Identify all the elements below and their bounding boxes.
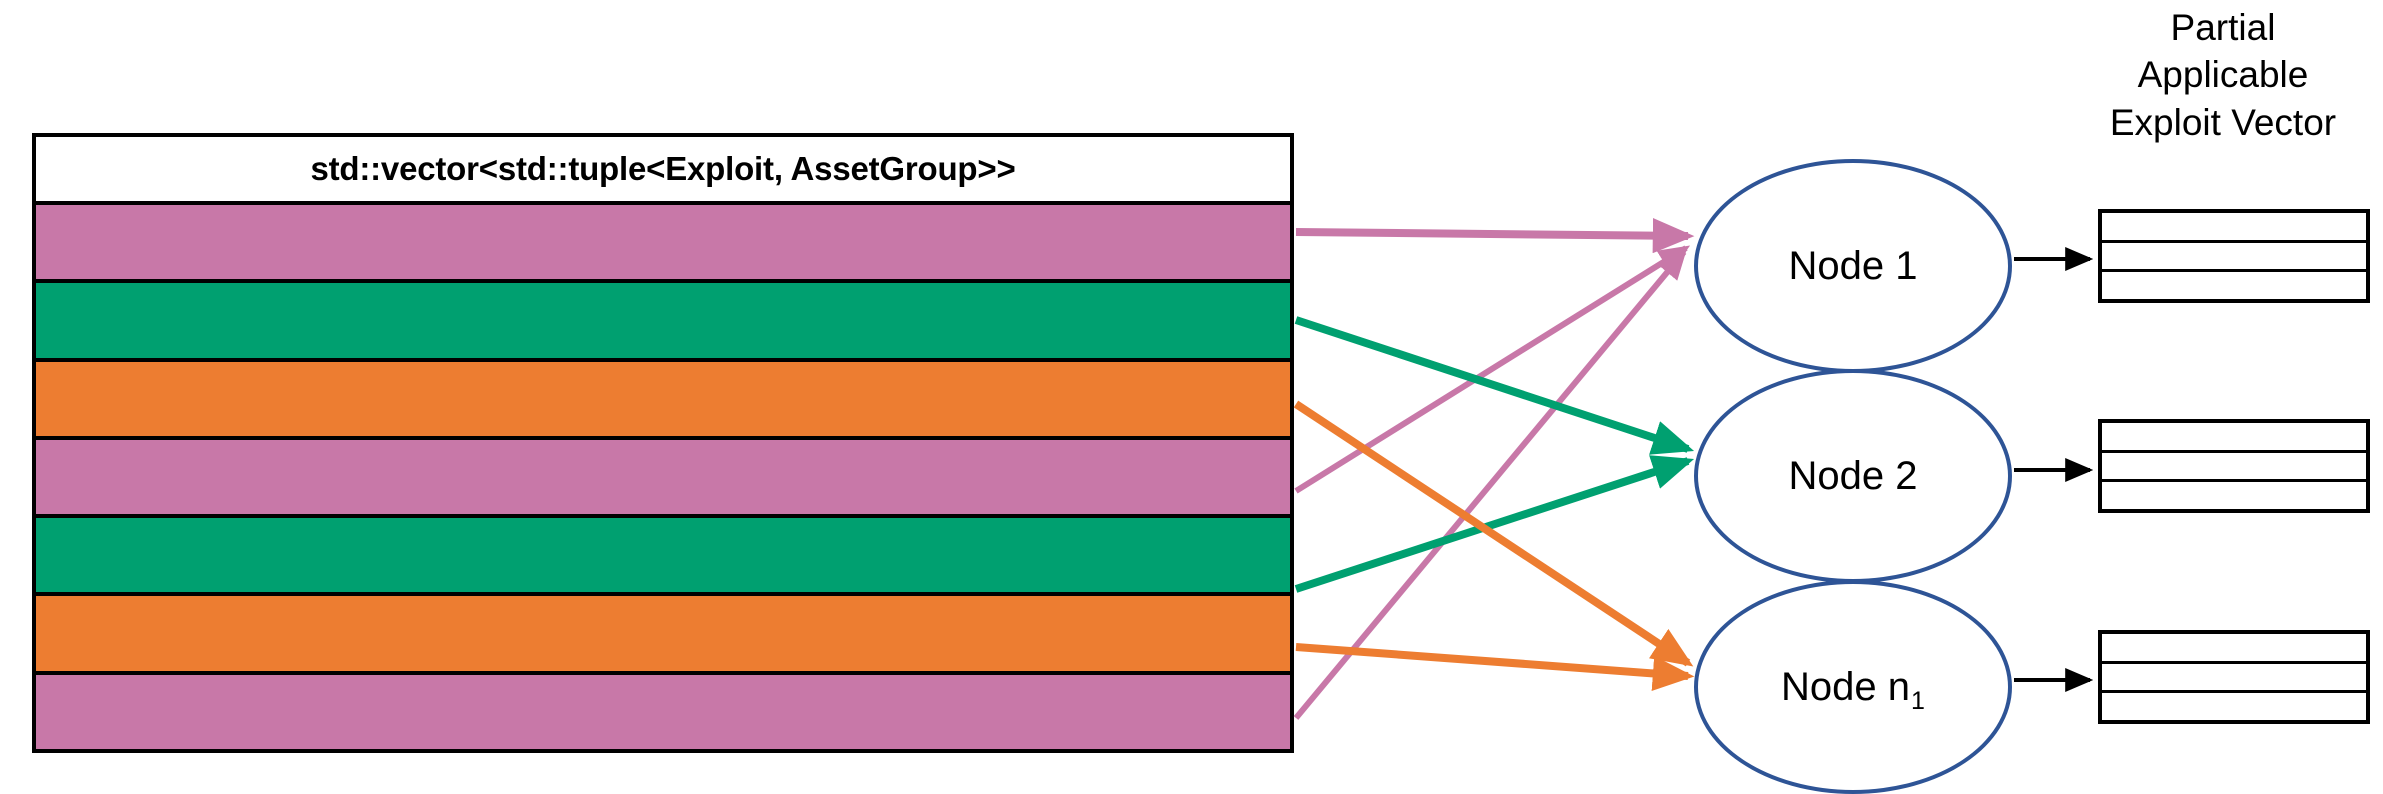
paev-cell — [2102, 453, 2366, 483]
vector-row-2 — [36, 283, 1290, 362]
vector-row-7 — [36, 674, 1290, 749]
paev-label-line-1: Partial — [2170, 7, 2276, 48]
vector-table-header: std::vector<std::tuple<Exploit, AssetGro… — [36, 137, 1290, 205]
vector-table-header-label: std::vector<std::tuple<Exploit, AssetGro… — [310, 150, 1016, 187]
node-label-node-2: Node 2 — [1788, 454, 1918, 498]
vector-row-1 — [36, 205, 1290, 284]
paev-cell — [2102, 693, 2366, 720]
paev-cell — [2102, 634, 2366, 664]
paev-box-node-n1 — [2098, 630, 2370, 724]
node-ellipse-node-n1[interactable]: Node n1 — [1694, 580, 2012, 794]
edge-row1-to-node1 — [1295, 218, 1695, 254]
edge-row2-to-node2 — [1294, 316, 1695, 455]
paev-box-node-1 — [2098, 209, 2370, 303]
paev-cell — [2102, 423, 2366, 453]
edge-row6-to-noden1 — [1295, 643, 1695, 691]
node-ellipse-node-2[interactable]: Node 2 — [1694, 369, 2012, 583]
paev-cell — [2102, 272, 2366, 299]
exploit-assetgroup-vector-table: std::vector<std::tuple<Exploit, AssetGro… — [32, 133, 1294, 753]
vector-row-5 — [36, 518, 1290, 597]
partial-applicable-exploit-vector-label: Partial Applicable Exploit Vector — [2068, 4, 2378, 146]
paev-box-node-2 — [2098, 419, 2370, 513]
paev-cell — [2102, 664, 2366, 694]
paev-cell — [2102, 243, 2366, 273]
vector-row-4 — [36, 439, 1290, 519]
vector-row-3 — [36, 361, 1290, 440]
edge-row3-to-noden1 — [1293, 400, 1694, 667]
node-label-node-n1: Node n1 — [1781, 665, 1925, 714]
node-ellipse-node-1[interactable]: Node 1 — [1694, 159, 2012, 373]
node-label-node-1: Node 1 — [1788, 244, 1918, 288]
paev-cell — [2102, 213, 2366, 243]
paev-cell — [2102, 482, 2366, 509]
vector-row-6 — [36, 596, 1290, 675]
edge-row5-to-node2 — [1294, 455, 1695, 593]
paev-label-line-2: Applicable — [2137, 54, 2309, 96]
paev-label-line-3: Exploit Vector — [2109, 101, 2337, 143]
edge-row4-to-node1 — [1294, 245, 1691, 494]
node-label-node-n1-subscript: 1 — [1911, 687, 1925, 715]
node-label-node-n1-base: Node n — [1781, 665, 1911, 709]
edge-row7-to-node1 — [1293, 248, 1688, 720]
